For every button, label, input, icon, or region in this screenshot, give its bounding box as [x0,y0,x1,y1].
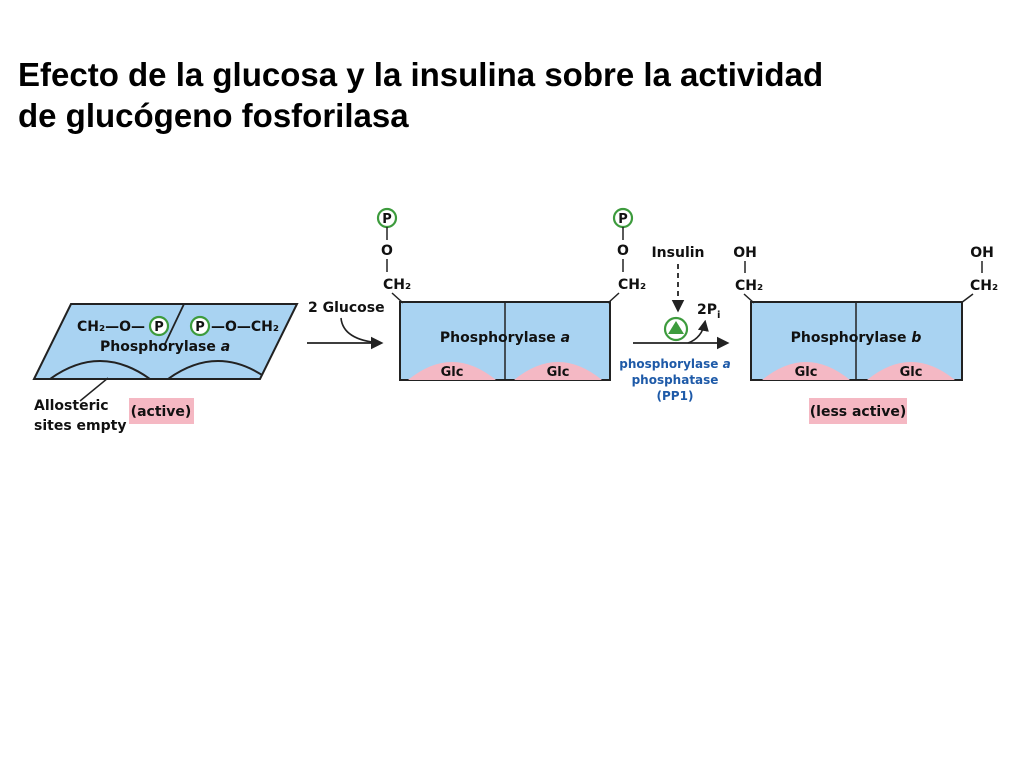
right-enzyme-name-form: b [911,330,921,346]
middle-enzyme-name-form: a [561,330,570,346]
glucose-curved-arrow [340,317,381,344]
pp1-label-line-1: phosphorylase a [619,357,730,371]
middle-left-ch2: CH₂ [383,277,411,293]
state-badge-less-active: (less active) [810,404,907,420]
right-left-hydroxyl: OH [733,245,757,261]
right-right-hydroxyl: OH [970,245,994,261]
middle-right-bond-to-enzyme [607,292,620,304]
left-phosphate-right-label: P [195,320,205,335]
pp1-label-line-3: (PP1) [657,389,694,403]
pi-product-subscript: i [717,310,720,321]
right-right-ch2: CH₂ [970,278,998,294]
right-left-bond-to-enzyme [743,293,755,304]
right-left-ch2: CH₂ [735,278,763,294]
state-badge-active-bg [129,398,194,424]
middle-phosphate-right-label: P [618,212,628,227]
pi-product-label: 2Pi [697,302,720,321]
left-enzyme-name: Phosphorylase a [100,339,230,355]
insulin-label: Insulin [651,245,704,261]
right-enzyme: Phosphorylase b Glc Glc OH CH₂ OH CH₂ (l… [733,245,998,424]
left-enzyme-divider [164,303,185,345]
step-glucose-binding: 2 Glucose [307,300,385,350]
pp1-label-line-1-form: a [723,357,731,371]
allosteric-label-line-2: sites empty [34,418,126,434]
middle-left-oxygen: O [381,243,393,259]
middle-glc-site-right-label: Glc [547,365,570,380]
state-badge-active: (active) [131,404,192,420]
middle-right-ch2: CH₂ [618,277,646,293]
middle-phosphate-left-label: P [382,212,392,227]
right-glc-site-right-shape [867,362,955,380]
middle-enzyme: Phosphorylase a Glc Glc P O CH₂ P O CH₂ [376,207,646,381]
glucose-reagent-label: 2 Glucose [308,300,385,316]
pi-product-main: 2P [697,302,717,318]
right-glc-site-right-label: Glc [900,365,923,380]
middle-left-bond-to-enzyme [391,292,404,304]
middle-enzyme-name-prefix: Phosphorylase [440,330,556,346]
allosteric-label-line-1: Allosteric [34,398,109,414]
left-phosphate-left-ring [148,315,170,337]
right-enzyme-name: Phosphorylase b [791,330,922,346]
pp1-activation-triangle-icon [668,321,684,334]
right-enzyme-name-prefix: Phosphorylase [791,330,907,346]
right-glc-site-left-label: Glc [795,365,818,380]
slide-title: Efecto de la glucosa y la insulina sobre… [18,54,1008,136]
pi-release-curved-arrow [687,319,709,344]
right-glc-site-left-shape [762,362,850,380]
left-phosphate-left-label: P [154,320,164,335]
allosteric-pointer-line [79,377,109,402]
slide-title-line-2: de glucógeno fosforilasa [18,97,409,134]
left-group-o-ch2: —O—CH₂ [211,319,279,335]
left-enzyme-name-form: a [221,339,230,355]
left-enzyme-name-prefix: Phosphorylase [100,339,216,355]
left-allosteric-site-right [167,360,269,379]
left-group-ch2-o: CH₂—O— [77,319,145,335]
pp1-label-line-1-prefix: phosphorylase [619,357,718,371]
left-allosteric-site-left [49,360,151,379]
right-right-bond-to-enzyme [960,293,974,304]
middle-glc-site-left-shape [408,362,496,380]
left-phosphate-right-ring [189,315,211,337]
middle-glc-site-left-label: Glc [441,365,464,380]
step-dephosphorylation: Insulin 2Pi phosphorylase a phosphatase … [619,245,730,403]
middle-enzyme-name: Phosphorylase a [440,330,570,346]
slide-title-line-1: Efecto de la glucosa y la insulina sobre… [18,56,824,93]
state-badge-less-active-bg [809,398,907,424]
middle-right-oxygen: O [617,243,629,259]
left-enzyme: CH₂—O— P P —O—CH₂ Phosphorylase a Allost… [32,303,299,434]
pp1-label-line-2: phosphatase [632,373,719,387]
middle-glc-site-right-shape [514,362,602,380]
